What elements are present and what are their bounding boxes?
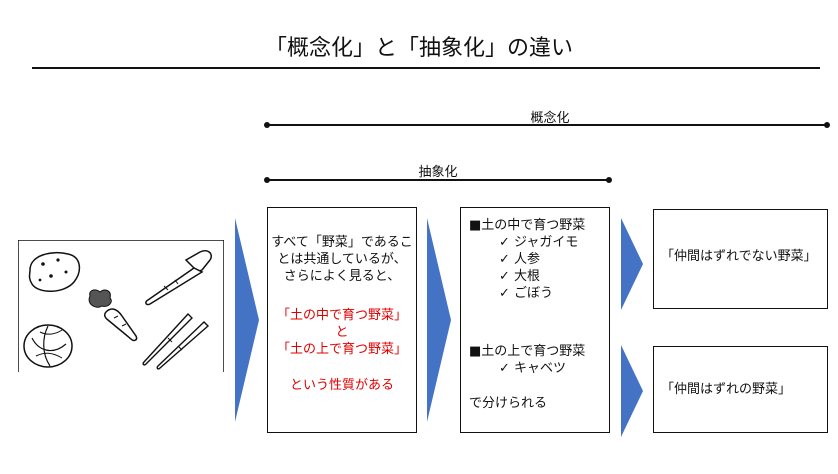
classification-footer: で分けられる: [469, 396, 548, 411]
result-normal-label: 「仲間はずれでない野菜」: [661, 249, 817, 264]
concept-range-line: [267, 124, 828, 126]
group1-item-3: ✓ 大根: [499, 269, 541, 284]
group1-item-2: ✓ 人参: [499, 252, 541, 267]
group1-heading: ■土の中で育つ野菜: [469, 218, 586, 233]
abstract-range-end-dot: [606, 177, 612, 183]
concept-range-label: 概念化: [530, 111, 570, 126]
arrow-right-2: [427, 218, 451, 422]
aboveground-vegetable-label: 「土の上で育つ野菜」: [276, 342, 407, 357]
group1-item-1: ✓ ジャガイモ: [499, 235, 579, 250]
burdock-icon: [142, 312, 210, 370]
potato-icon: [28, 251, 81, 292]
result-box-normal: 「仲間はずれでない野菜」: [653, 209, 828, 309]
daikon-icon: [145, 249, 212, 306]
cabbage-icon: [23, 324, 73, 368]
diagram-title: 「概念化」と「抽象化」の違い: [264, 36, 573, 61]
abstract-range-label: 抽象化: [418, 165, 458, 180]
concept-range-end-dot: [824, 122, 830, 128]
classification-box: ■土の中で育つ野菜 ✓ ジャガイモ ✓ 人参 ✓ 大根 ✓ ごぼう ■土の上で育…: [460, 207, 610, 433]
observation-box: すべて「野菜」であるこ とは共通しているが、 さらによく見ると、 「土の中で育つ…: [267, 207, 417, 433]
result-box-odd: 「仲間はずれの野菜」: [653, 346, 828, 433]
abstract-range-line: [267, 179, 610, 181]
arrow-right-1: [235, 218, 259, 422]
and-label: と: [335, 325, 349, 340]
arrow-right-3: [621, 218, 643, 310]
carrot-icon: [88, 289, 138, 342]
result-odd-label: 「仲間はずれの野菜」: [661, 382, 792, 397]
observation-line-3: さらによく見ると、: [283, 269, 401, 284]
arrow-right-4: [621, 345, 643, 437]
abstract-range-start-dot: [264, 177, 270, 183]
group1-item-4: ✓ ごぼう: [499, 286, 554, 301]
underground-vegetable-label: 「土の中で育つ野菜」: [276, 308, 407, 323]
group2-heading: ■土の上で育つ野菜: [469, 344, 586, 359]
vegetable-illustration: [18, 240, 224, 372]
observation-line-1: すべて「野菜」であるこ: [271, 235, 413, 250]
concept-range-start-dot: [264, 122, 270, 128]
property-statement: という性質がある: [289, 378, 394, 393]
title-underline: [32, 67, 820, 69]
group2-item-1: ✓ キャベツ: [499, 361, 567, 376]
observation-line-2: とは共通しているが、: [277, 252, 407, 267]
